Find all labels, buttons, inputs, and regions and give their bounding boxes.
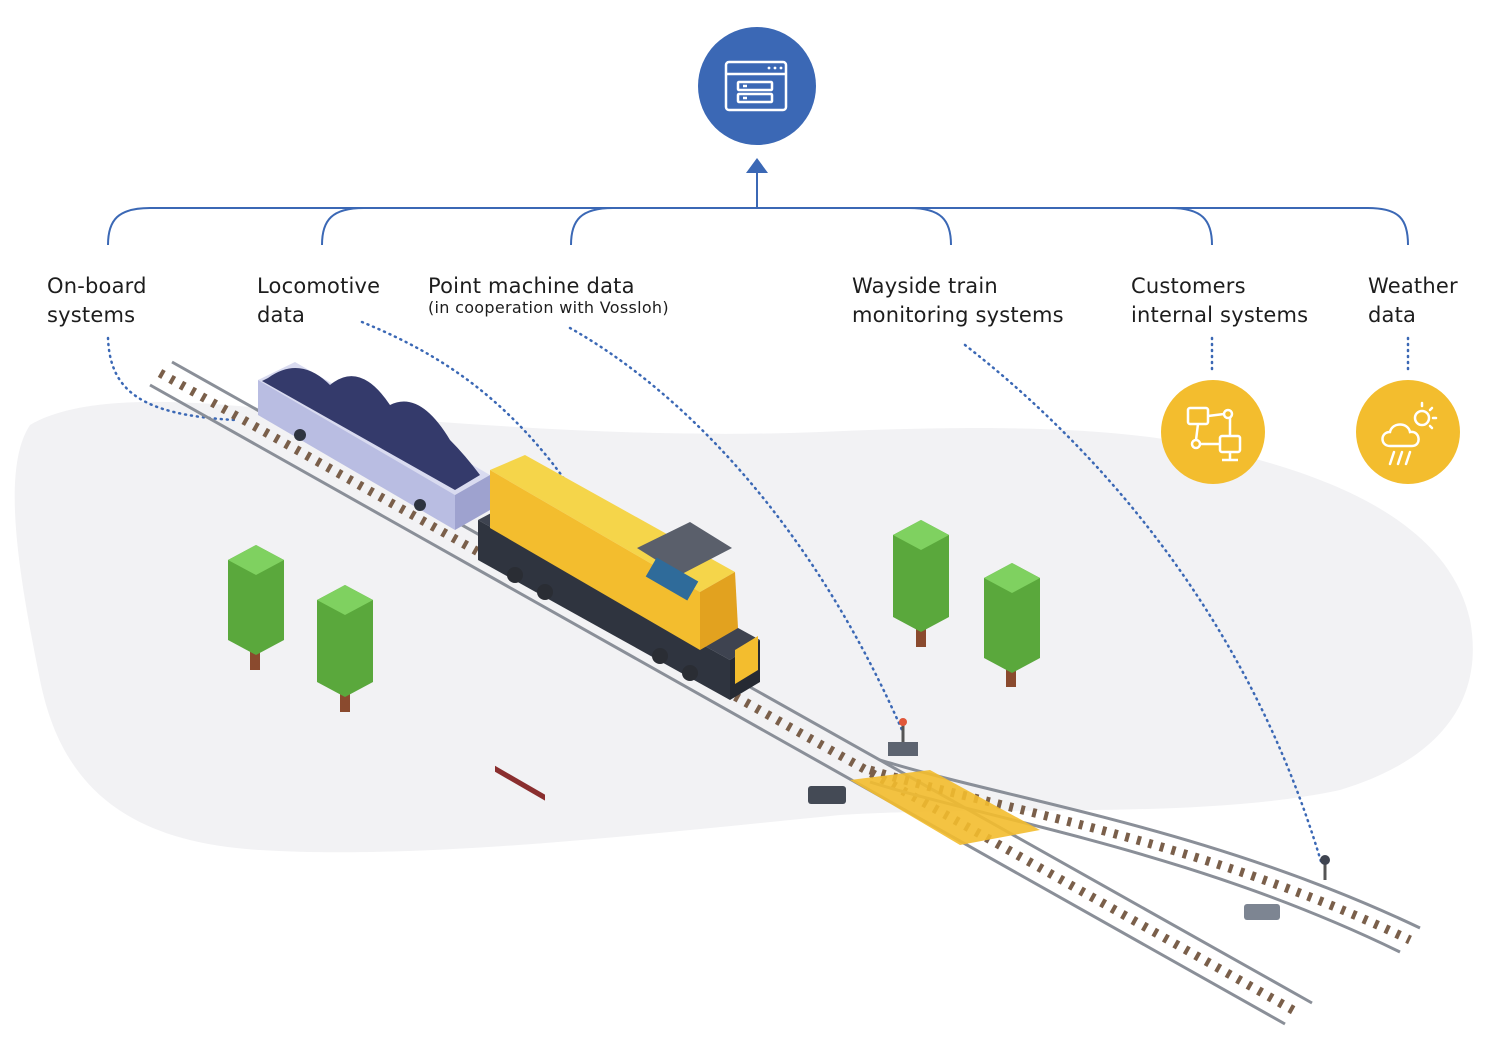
wayside-signal [1320, 855, 1330, 880]
connector-point [568, 326, 904, 732]
freight-wagon [258, 362, 490, 530]
flowchart-icon [1186, 406, 1242, 462]
label-customers: Customers internal systems [1131, 272, 1308, 330]
label-onboard: On-board systems [47, 272, 147, 330]
dotted-connectors [106, 320, 1410, 867]
point-machine-signal [888, 718, 918, 756]
tree [893, 520, 949, 647]
tree [228, 545, 284, 670]
label-wayside-line-1: Wayside train [852, 274, 998, 298]
weather-icon [1381, 401, 1438, 466]
label-onboard-line-2: systems [47, 303, 136, 327]
label-weather-line-2: data [1368, 303, 1417, 327]
connector-onboard [106, 336, 237, 422]
label-weather-line-1: Weather [1368, 274, 1458, 298]
label-locomotive-line-1: Locomotive [257, 274, 381, 298]
hub-node[interactable] [698, 27, 816, 145]
label-customers-line-2: internal systems [1131, 303, 1309, 327]
label-locomotive: Locomotive data [257, 272, 380, 330]
connector-wayside [963, 343, 1324, 867]
customers-node[interactable] [1161, 380, 1265, 484]
label-point-machine: Point machine data (in cooperation with … [428, 272, 669, 317]
tree [317, 585, 373, 712]
label-customers-line-1: Customers [1131, 274, 1246, 298]
label-wayside-line-2: monitoring systems [852, 303, 1064, 327]
label-point-machine-note: (in cooperation with Vossloh) [428, 298, 669, 317]
label-locomotive-line-2: data [257, 303, 306, 327]
label-weather: Weather data [1368, 272, 1458, 330]
label-point-machine-line-1: Point machine data [428, 274, 635, 298]
label-wayside: Wayside train monitoring systems [852, 272, 1064, 330]
label-onboard-line-1: On-board [47, 274, 147, 298]
source-bracket [107, 170, 1409, 246]
locomotive [478, 455, 760, 801]
weather-node[interactable] [1356, 380, 1460, 484]
tree [984, 563, 1040, 687]
up-arrow-icon [746, 158, 768, 173]
dashboard-window-icon [724, 60, 788, 112]
